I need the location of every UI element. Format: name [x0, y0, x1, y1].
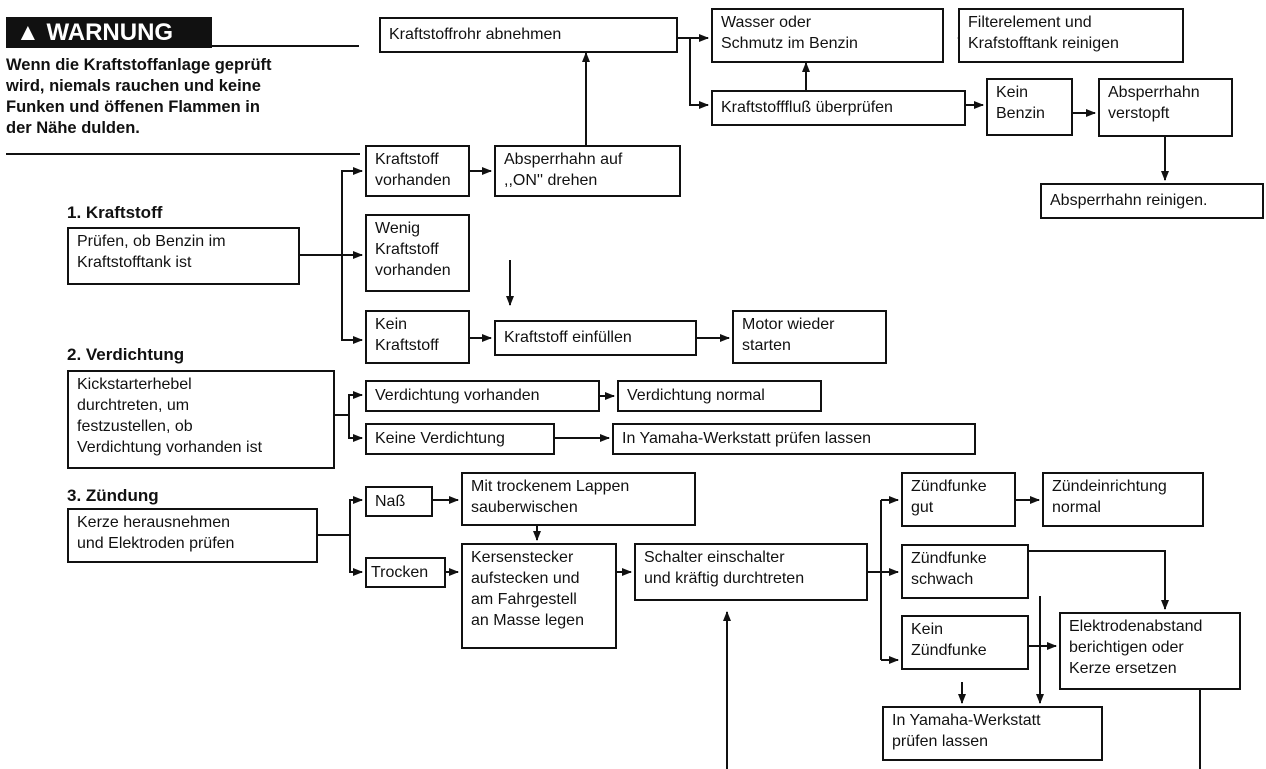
little-fuel-box: Wenig Kraftstoff vorhanden: [365, 214, 470, 292]
warning-title: ▲ WARNUNG: [6, 17, 212, 48]
section-ignition-heading: 3. Zündung: [67, 486, 159, 505]
electrode-gap-box: Elektrodenabstand berichtigen oder Kerze…: [1059, 612, 1241, 690]
wipe-box: Mit trockenem Lappen sauberwischen: [461, 472, 696, 526]
cock-clogged-box: Absperrhahn verstopft: [1098, 78, 1233, 137]
cock-on-box: Absperrhahn auf ,,ON'' drehen: [494, 145, 681, 197]
warning-title-text: WARNUNG: [46, 19, 174, 46]
no-fuel-box: Kein Kraftstoff: [365, 310, 470, 364]
spark-good-box: Zündfunke gut: [901, 472, 1016, 527]
clean-cock-box: Absperrhahn reinigen.: [1040, 183, 1264, 219]
refill-fuel-box: Kraftstoff einfüllen: [494, 320, 697, 356]
plug-remove-box: Kerze herausnehmen und Elektroden prüfen: [67, 508, 318, 563]
warning-rule-top: [212, 45, 359, 47]
warning-triangle-icon: ▲: [16, 19, 40, 46]
compression-normal-box: Verdichtung normal: [617, 380, 822, 412]
check-flow-box: Kraftstofffluß überprüfen: [711, 90, 966, 126]
no-compression-box: Keine Verdichtung: [365, 423, 555, 455]
warning-rule-bottom: [6, 153, 360, 155]
plug-cap-box: Kersenstecker aufstecken und am Fahrgest…: [461, 543, 617, 649]
clean-filter-box: Filterelement und Krafstofftank reinigen: [958, 8, 1184, 63]
warning-text: Wenn die Kraftstoffanlage geprüft wird, …: [6, 56, 272, 137]
remove-pipe-box: Kraftstoffrohr abnehmen: [379, 17, 678, 53]
section-compression-heading: 2. Verdichtung: [67, 345, 185, 364]
compression-present-box: Verdichtung vorhanden: [365, 380, 600, 412]
kickstarter-box: Kickstarterhebel durchtreten, um festzus…: [67, 370, 335, 469]
ignition-normal-box: Zündeinrichtung normal: [1042, 472, 1204, 527]
fuel-check-box: Prüfen, ob Benzin im Kraftstofftank ist: [67, 227, 300, 285]
water-dirt-box: Wasser oder Schmutz im Benzin: [711, 8, 944, 63]
restart-motor-box: Motor wieder starten: [732, 310, 887, 364]
yamaha-workshop-ignition-box: In Yamaha-Werkstatt prüfen lassen: [882, 706, 1103, 761]
wet-box: Naß: [365, 486, 433, 517]
fuel-present-box: Kraftstoff vorhanden: [365, 145, 470, 197]
yamaha-workshop-compression-box: In Yamaha-Werkstatt prüfen lassen: [612, 423, 976, 455]
switch-kick-box: Schalter einschalter und kräftig durchtr…: [634, 543, 868, 601]
section-fuel-heading: 1. Kraftstoff: [67, 203, 163, 222]
no-petrol-box: Kein Benzin: [986, 78, 1073, 136]
dry-box: Trocken: [365, 557, 446, 588]
spark-weak-box: Zündfunke schwach: [901, 544, 1029, 599]
no-spark-box: Kein Zündfunke: [901, 615, 1029, 670]
